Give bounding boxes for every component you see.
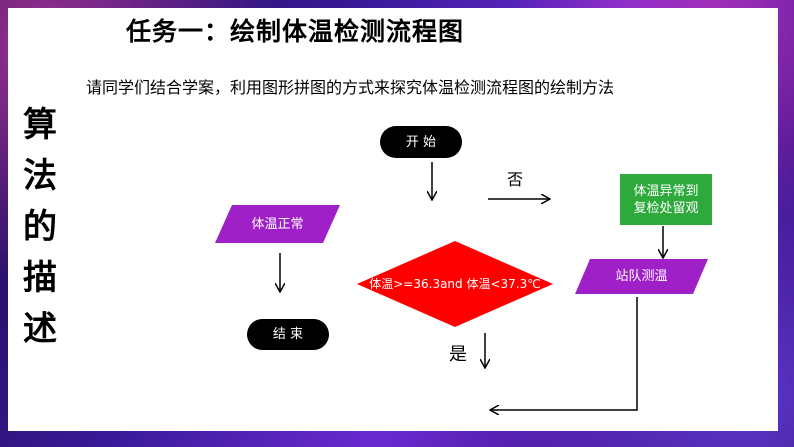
arrow-loop-back <box>490 297 638 410</box>
end-terminal <box>247 319 329 350</box>
station-parallelogram <box>575 259 708 294</box>
abnormal-process <box>620 174 712 225</box>
intro-text: 请同学们结合学案，利用图形拼图的方式来探究体温检测流程图的绘制方法 <box>86 78 615 97</box>
abnormal-label: 体温异常到 复检处留观 <box>620 174 712 225</box>
side-title-char: 描 <box>23 258 57 298</box>
yes-label: 是 <box>449 344 467 365</box>
side-title-char: 的 <box>23 207 57 247</box>
normal-label: 体温正常 <box>251 216 304 232</box>
side-title-char: 法 <box>23 156 57 196</box>
abnormal-label-line1: 体温异常到 <box>633 183 699 199</box>
slide-title: 任务一：绘制体温检测流程图 <box>126 17 465 46</box>
station-label: 站队测温 <box>615 269 668 284</box>
normal-parallelogram <box>215 205 340 243</box>
side-title-char: 述 <box>23 309 57 349</box>
start-terminal <box>380 126 462 158</box>
start-label: 开 始 <box>405 134 437 150</box>
side-title-char: 算 <box>23 105 57 145</box>
side-title: 算 法 的 描 述 <box>20 100 60 355</box>
end-label: 结 束 <box>272 327 304 342</box>
no-label: 否 <box>507 170 524 189</box>
abnormal-label-line2: 复检处留观 <box>633 200 699 216</box>
decision-diamond <box>357 241 553 327</box>
decision-label: 体温>=36.3and 体温<37.3℃ <box>369 276 541 291</box>
